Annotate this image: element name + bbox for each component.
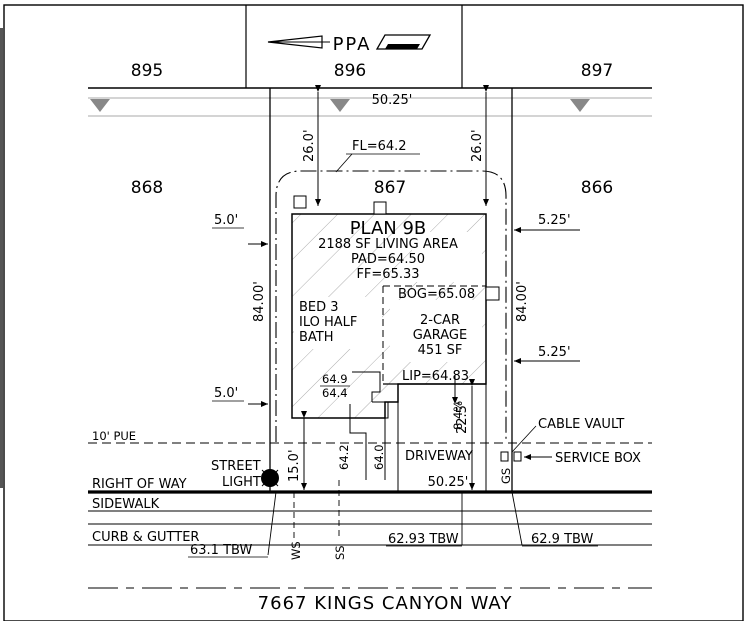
service-box-2 bbox=[513, 451, 522, 462]
lot-number-867: 867 bbox=[374, 178, 406, 198]
driveway-edges bbox=[397, 384, 487, 492]
street-light-label-2: LIGHT bbox=[222, 475, 261, 490]
drainage-triangle bbox=[90, 99, 110, 112]
property-lines bbox=[269, 88, 513, 492]
lot-number-896: 896 bbox=[334, 61, 366, 81]
lot-number-866: 866 bbox=[581, 178, 613, 198]
front-setback: 15.0' bbox=[287, 449, 302, 482]
ac-pad-square bbox=[485, 286, 500, 301]
laterals bbox=[267, 480, 523, 556]
rear-setback-left: 26.0' bbox=[302, 129, 317, 162]
ppa-north-arrow: PPA bbox=[267, 34, 432, 55]
living-area: 2188 SF LIVING AREA bbox=[318, 237, 458, 252]
cable-vault-label: CABLE VAULT bbox=[538, 417, 624, 432]
drainage-triangle bbox=[570, 99, 590, 112]
right-of-way-label: RIGHT OF WAY bbox=[92, 477, 187, 492]
dimension-text: 50.25' 26.0' 26.0' 84.00' 84.00' 5.0' 5.… bbox=[212, 93, 571, 490]
house-footprint bbox=[291, 195, 500, 480]
pad-elevation: PAD=64.50 bbox=[351, 252, 425, 267]
bed-label-2: ILO HALF bbox=[299, 315, 357, 330]
ss-label: SS bbox=[333, 545, 347, 560]
ws-label: WS bbox=[289, 541, 303, 560]
chimney-square bbox=[293, 195, 307, 209]
utilities: CABLE VAULT SERVICE BOX GS bbox=[499, 417, 641, 484]
step-top-elevation: 64.9 bbox=[322, 372, 348, 386]
lot-number-895: 895 bbox=[131, 61, 163, 81]
service-box-1 bbox=[500, 451, 509, 462]
step-bottom-elevation: 64.4 bbox=[322, 386, 348, 400]
plan-name: PLAN 9B bbox=[350, 218, 427, 239]
walkway bbox=[349, 404, 386, 480]
tbw-labels: 63.1 TBW 62.93 TBW 62.9 TBW bbox=[188, 532, 598, 558]
tbw-center: 62.93 TBW bbox=[388, 532, 459, 547]
tbw-right: 62.9 TBW bbox=[531, 532, 593, 547]
lot-depth-right: 84.00' bbox=[515, 281, 530, 322]
tbw-left: 63.1 TBW bbox=[190, 543, 252, 558]
lot-number-868: 868 bbox=[131, 178, 163, 198]
lot-number-897: 897 bbox=[581, 61, 613, 81]
lot-depth-left: 84.00' bbox=[252, 281, 267, 322]
pue-label: 10' PUE bbox=[92, 429, 136, 443]
street-light: STREET LIGHT bbox=[211, 459, 279, 490]
garage-setback: 22.5' bbox=[455, 401, 470, 434]
sidewalk-label: SIDEWALK bbox=[92, 497, 160, 512]
left-edge-mark bbox=[0, 28, 3, 488]
side-setback-left-bottom: 5.0' bbox=[214, 386, 238, 401]
page-border bbox=[3, 4, 744, 621]
service-box-label: SERVICE BOX bbox=[555, 451, 641, 466]
street-light-label-1: STREET bbox=[211, 459, 261, 474]
driveway-label: DRIVEWAY bbox=[405, 449, 473, 464]
bog-elevation: BOG=65.08 bbox=[398, 287, 475, 302]
ff-elevation: FF=65.33 bbox=[356, 267, 419, 282]
garage-label-2: GARAGE bbox=[413, 328, 467, 343]
street-name: 7667 KINGS CANYON WAY bbox=[258, 593, 513, 614]
walk-left-elevation: 64.2 bbox=[337, 444, 351, 470]
street-section: RIGHT OF WAY SIDEWALK CURB & GUTTER bbox=[88, 477, 652, 589]
ppa-label: PPA bbox=[333, 34, 372, 55]
lip-elevation: LIP=64.83 bbox=[402, 369, 469, 384]
finished-floor-label: FL=64.2 bbox=[352, 139, 407, 154]
dimension-lines bbox=[248, 85, 580, 490]
garage-label-1: 2-CAR bbox=[420, 313, 460, 328]
walk-right-elevation: 64.0 bbox=[372, 444, 386, 470]
bed-label-1: BED 3 bbox=[299, 300, 339, 315]
rear-lots: 895 896 897 bbox=[88, 5, 652, 117]
curb-gutter-label: CURB & GUTTER bbox=[92, 530, 199, 545]
bed-label-3: BATH bbox=[299, 330, 334, 345]
vent-square bbox=[373, 201, 387, 215]
side-setback-left-top: 5.0' bbox=[214, 213, 238, 228]
garage-label-3: 451 SF bbox=[418, 343, 463, 358]
side-setback-right-mid: 5.25' bbox=[538, 345, 571, 360]
setback-envelope bbox=[275, 170, 507, 442]
drainage-triangle bbox=[330, 99, 350, 112]
pue-easement: 10' PUE bbox=[88, 429, 652, 444]
plan-annotations: FL=64.2 867 PLAN 9B 2188 SF LIVING AREA … bbox=[299, 139, 475, 470]
driveway-slope: 8.4% bbox=[451, 401, 465, 430]
front-width-dimension: 50.25' bbox=[428, 475, 469, 490]
rear-width-dimension: 50.25' bbox=[372, 93, 413, 108]
rear-setback-right: 26.0' bbox=[470, 129, 485, 162]
gs-label: GS bbox=[499, 468, 513, 484]
side-setback-right-top: 5.25' bbox=[538, 213, 571, 228]
